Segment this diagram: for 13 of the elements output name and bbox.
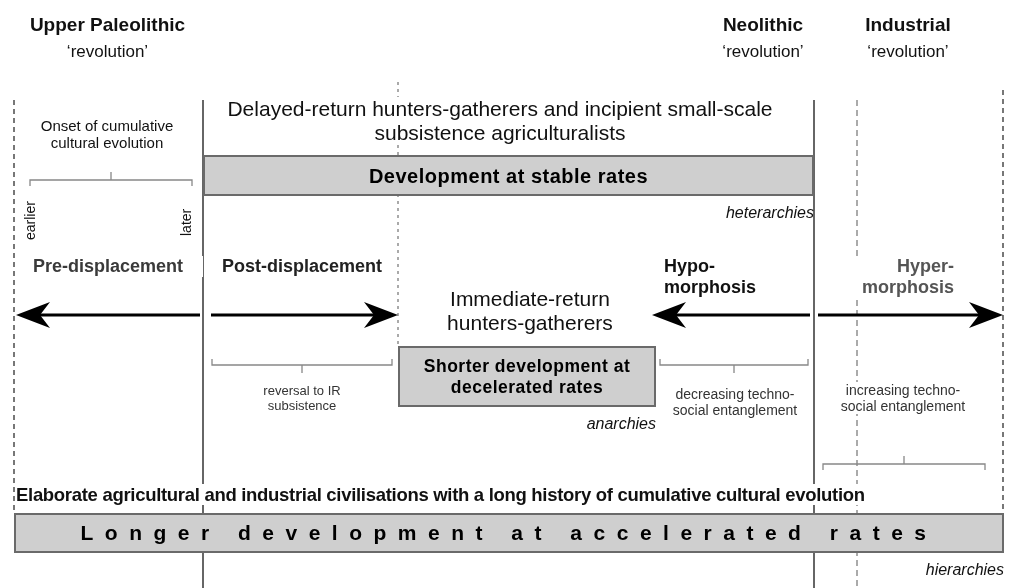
rate-bar <box>398 346 656 407</box>
rate-bar <box>14 513 1004 553</box>
bar-label: Shorter development at decelerated rates <box>422 355 632 398</box>
phase-label: Pre-displacement <box>33 256 203 277</box>
annotation-text: decreasing techno-social entanglement <box>672 386 798 419</box>
rate-bar <box>203 155 814 196</box>
bar-label: Development at stable rates <box>368 163 649 188</box>
annotation-text: anarchies <box>586 415 656 433</box>
annotation-text: hierarchies <box>925 561 1004 579</box>
annotation-text: increasing techno-social entanglement <box>840 382 966 415</box>
annotation-text: Elaborate agricultural and industrial civilisations with a long history of cumulative cultural evolution <box>16 484 865 506</box>
phase-label: Post-displacement <box>220 256 382 277</box>
bar-label: Longer development at accelerated rates <box>80 520 938 546</box>
